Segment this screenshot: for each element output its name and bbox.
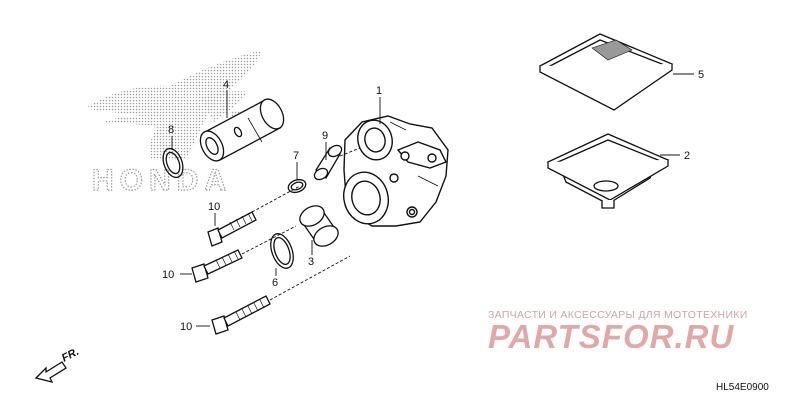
watermark-logo: PARTSFOR.RU [488, 318, 734, 355]
part-10-bolt-middle[interactable] [191, 249, 243, 283]
front-label: FR. [60, 346, 81, 365]
part-6-o-ring[interactable] [266, 231, 297, 272]
callout-6: 6 [272, 277, 278, 289]
partsfor-watermark: ЗАПЧАСТИ И АКСЕССУАРЫ ДЛЯ МОТОТЕХНИКИ PA… [488, 309, 748, 355]
watermark-tagline: ЗАПЧАСТИ И АКСЕССУАРЫ ДЛЯ МОТОТЕХНИКИ [488, 309, 748, 321]
front-direction-indicator: FR. [34, 346, 81, 383]
part-7-o-ring[interactable] [286, 177, 307, 194]
callout-8: 8 [168, 124, 174, 136]
part-1-pump-body[interactable] [338, 115, 449, 229]
callout-numbers: 1 4 8 7 9 5 2 3 6 10 10 10 [162, 69, 704, 333]
part-8-o-ring[interactable] [159, 146, 186, 180]
leader-lines [171, 73, 694, 327]
part-2-strainer-tray[interactable] [546, 133, 670, 209]
part-9-dowel-pin[interactable] [312, 143, 343, 182]
callout-5: 5 [698, 69, 704, 81]
part-10-bolt-upper[interactable] [207, 211, 257, 247]
callout-1: 1 [376, 85, 382, 97]
callout-4: 4 [223, 79, 229, 91]
callout-3: 3 [308, 256, 314, 268]
callout-9: 9 [322, 130, 328, 142]
callout-7: 7 [293, 150, 299, 162]
part-10-bolt-lower[interactable] [211, 295, 271, 335]
callout-10-upper: 10 [208, 201, 220, 213]
front-arrow-icon [34, 361, 67, 383]
part-3-collar[interactable] [296, 202, 342, 251]
callout-2: 2 [684, 150, 690, 162]
honda-logo-text: HONDA [92, 164, 232, 197]
callout-10-lower: 10 [180, 321, 192, 333]
diagram-code: HL54E0900 [716, 382, 769, 393]
part-4-sleeve[interactable] [196, 95, 289, 165]
callout-10-middle: 10 [162, 269, 174, 281]
part-5-strainer-screen[interactable] [538, 33, 674, 111]
